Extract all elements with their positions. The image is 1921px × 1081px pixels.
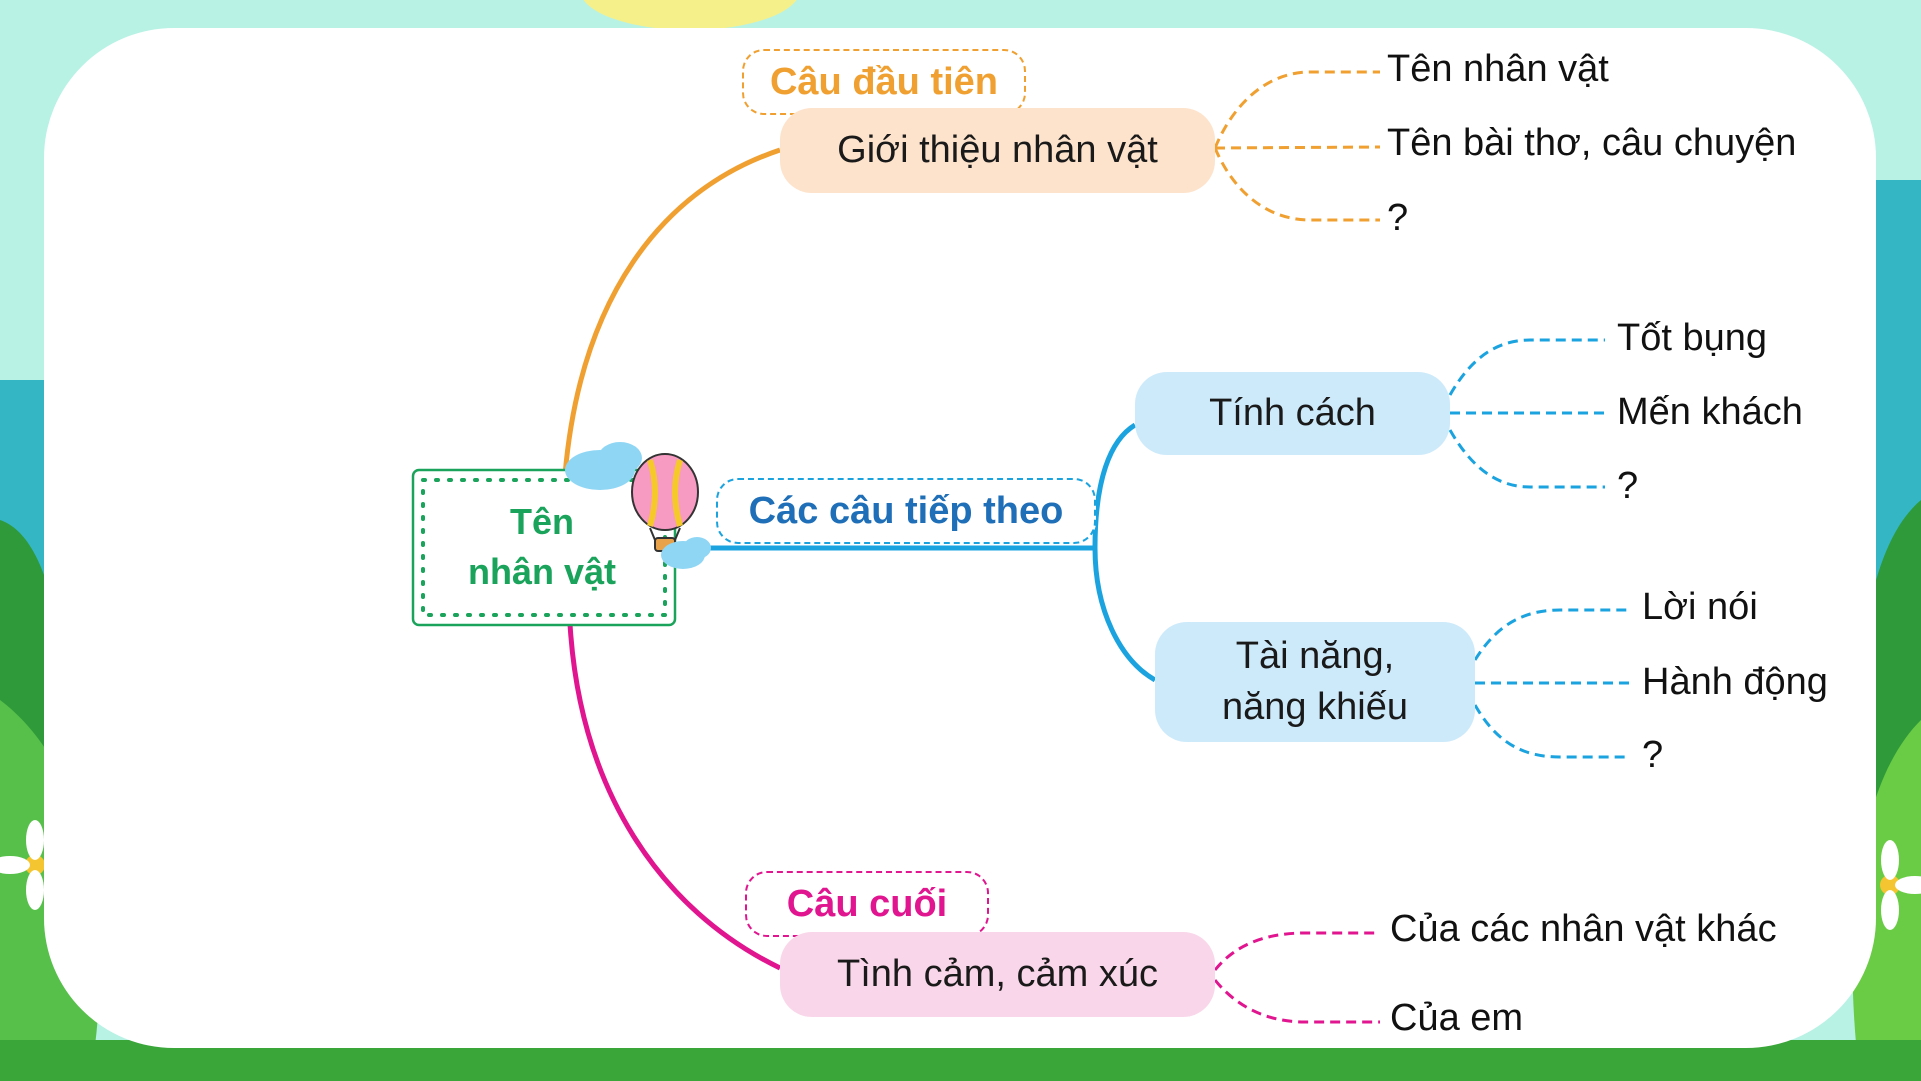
leaf-action: Hành động <box>1642 661 1828 704</box>
tag-first-sentence: Câu đầu tiên <box>742 49 1026 115</box>
tag-following-sentences: Các câu tiếp theo <box>716 478 1096 544</box>
connector-leaf <box>1215 148 1380 220</box>
connector-middle-down <box>1095 548 1155 680</box>
connector-leaf <box>1215 72 1380 148</box>
connector-middle-up <box>1095 425 1135 548</box>
node-introduce-character: Giới thiệu nhân vật <box>780 108 1215 193</box>
leaf-question: ? <box>1642 734 1663 777</box>
connector-top-branch <box>565 150 780 475</box>
tag-following-sentences-label: Các câu tiếp theo <box>749 490 1064 533</box>
leaf-speech: Lời nói <box>1642 586 1758 629</box>
connector-leaf <box>1475 610 1630 660</box>
node-feelings-label: Tình cảm, cảm xúc <box>837 949 1158 1000</box>
node-personality: Tính cách <box>1135 372 1450 455</box>
leaf-question: ? <box>1387 197 1408 240</box>
leaf-story-title: Tên bài thơ, câu chuyện <box>1387 122 1796 165</box>
tag-last-sentence-label: Câu cuối <box>787 883 947 926</box>
node-talent-label-line2: năng khiếu <box>1222 682 1408 733</box>
leaf-other-characters: Của các nhân vật khác <box>1390 908 1777 951</box>
center-label-line2: nhân vật <box>468 547 616 597</box>
leaf-question: ? <box>1617 465 1638 508</box>
node-personality-label: Tính cách <box>1209 388 1376 439</box>
tag-last-sentence: Câu cuối <box>745 871 989 937</box>
connector-leaf <box>1475 705 1630 757</box>
tag-first-sentence-label: Câu đầu tiên <box>770 61 998 104</box>
node-talent: Tài năng, năng khiếu <box>1155 622 1475 742</box>
connector-leaf <box>1450 430 1605 487</box>
node-talent-label-line1: Tài năng, <box>1236 631 1394 682</box>
leaf-character-name: Tên nhân vật <box>1387 48 1609 91</box>
leaf-yourself: Của em <box>1390 997 1523 1040</box>
node-introduce-character-label: Giới thiệu nhân vật <box>837 125 1158 176</box>
connector-leaf <box>1450 340 1605 395</box>
connector-leaf <box>1215 147 1380 148</box>
center-label-line1: Tên <box>510 497 574 547</box>
node-feelings: Tình cảm, cảm xúc <box>780 932 1215 1017</box>
leaf-hospitable: Mến khách <box>1617 391 1803 434</box>
connector-leaf <box>1215 980 1380 1022</box>
connector-leaf <box>1215 933 1380 970</box>
center-node: Tên nhân vật <box>412 470 672 624</box>
leaf-kind: Tốt bụng <box>1617 317 1767 360</box>
